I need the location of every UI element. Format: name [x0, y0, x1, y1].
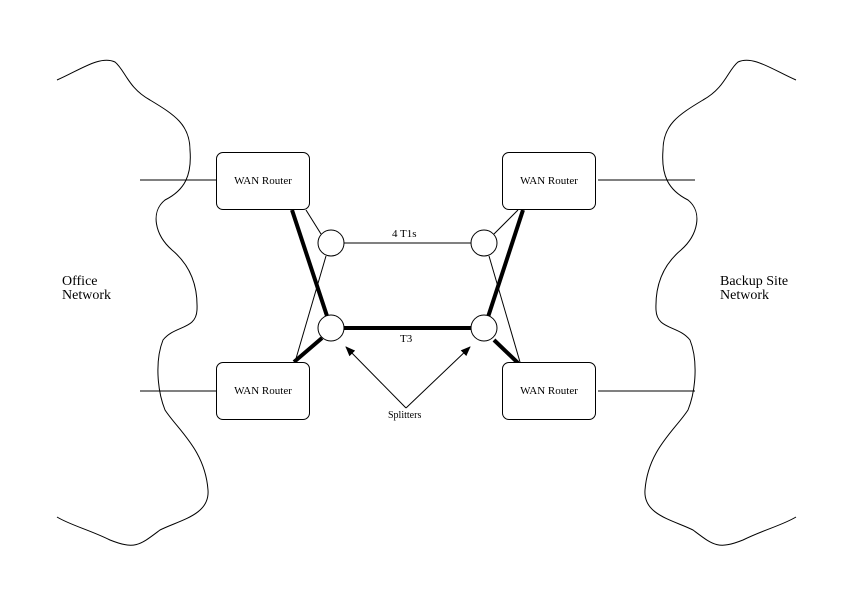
- splitter-node: [317, 229, 345, 257]
- thin-link: [488, 255, 521, 363]
- office-network-line1: Office: [62, 274, 98, 289]
- backup-network-line2: Network: [720, 288, 769, 303]
- splitter-node: [317, 314, 345, 342]
- wan-router-backup-top: WAN Router: [502, 152, 596, 210]
- splitter-arrow-right: [405, 346, 471, 409]
- splitter-node: [470, 314, 498, 342]
- wan-router-backup-bottom: WAN Router: [502, 362, 596, 420]
- router-label: WAN Router: [520, 175, 578, 187]
- backup-network-cloud: [644, 59, 797, 546]
- backup-network-line1: Backup Site: [720, 274, 789, 289]
- splitter-node: [470, 229, 498, 257]
- router-label: WAN Router: [234, 385, 292, 397]
- office-network-label: Office Network: [62, 275, 111, 303]
- splitters-label: Splitters: [388, 410, 422, 421]
- thin-link: [294, 255, 327, 363]
- thick-link: [292, 336, 324, 364]
- t1-label: 4 T1s: [392, 228, 417, 240]
- backup-network-label: Backup Site Network: [720, 275, 788, 303]
- wan-router-office-bottom: WAN Router: [216, 362, 310, 420]
- wan-router-office-top: WAN Router: [216, 152, 310, 210]
- thin-link: [493, 209, 519, 235]
- router-label: WAN Router: [234, 175, 292, 187]
- t3-label: T3: [400, 333, 413, 345]
- office-network-line2: Network: [62, 288, 111, 303]
- router-label: WAN Router: [520, 385, 578, 397]
- thin-link: [305, 209, 322, 235]
- thick-link: [492, 338, 520, 365]
- thick-link: [486, 209, 525, 318]
- splitter-arrow-left: [345, 346, 407, 409]
- thick-link: [290, 209, 329, 317]
- office-network-cloud: [56, 59, 209, 546]
